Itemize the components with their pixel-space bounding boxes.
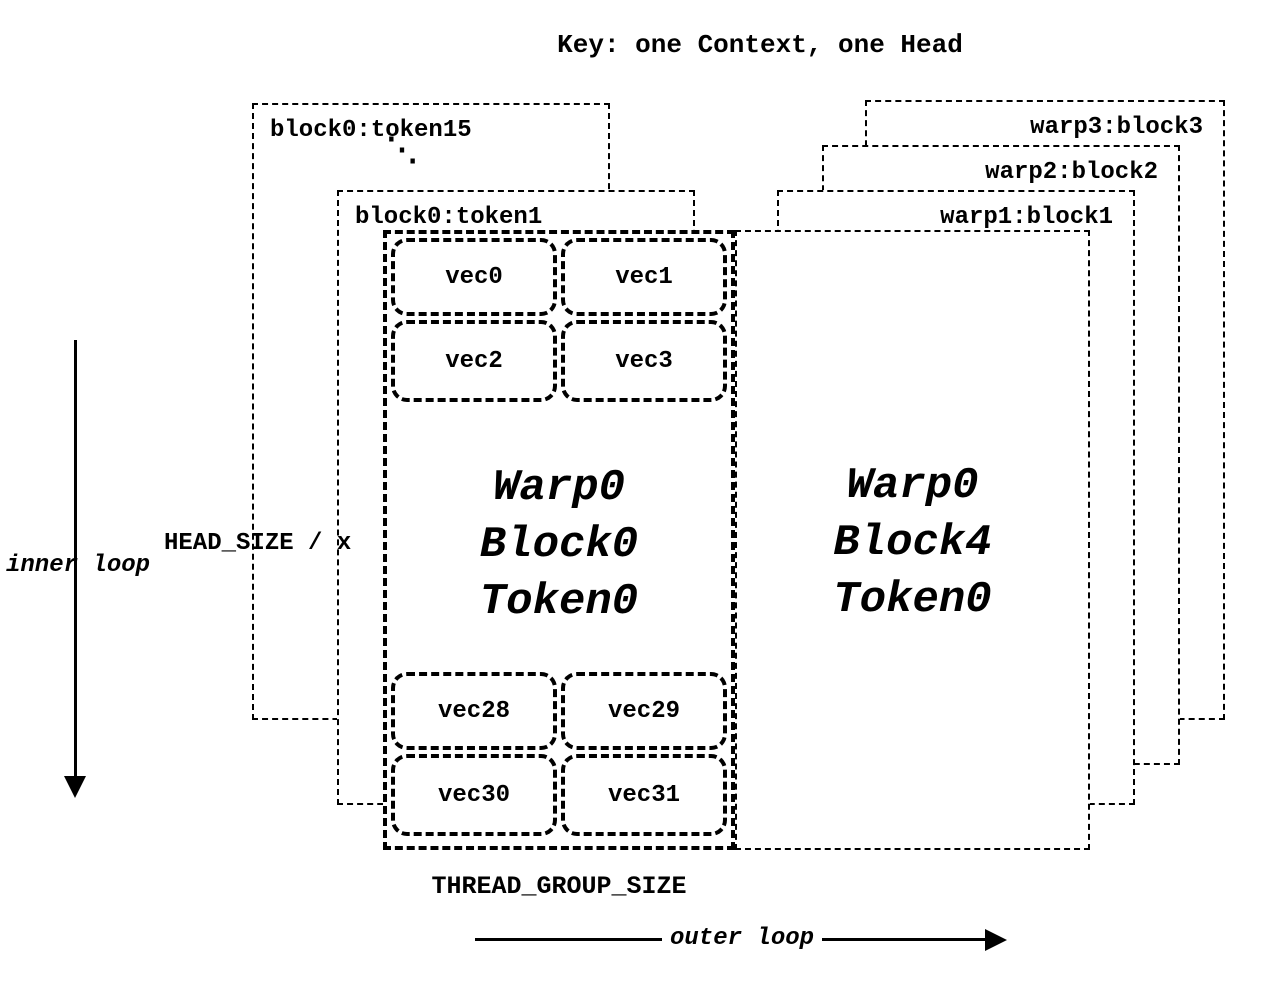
block0-token15-label: block0:token15: [270, 117, 472, 144]
warp3-block3-label: warp3:block3: [1030, 114, 1203, 141]
vec30-box: vec30: [391, 754, 557, 836]
vec2-box: vec2: [391, 320, 557, 402]
vec30-label: vec30: [437, 781, 510, 809]
box-title-line: Token0: [479, 577, 639, 627]
vec2-label: vec2: [445, 347, 503, 375]
vec0-label: vec0: [445, 263, 503, 291]
inner-loop-arrowhead-icon: [64, 776, 86, 798]
box-title-line: Warp0: [492, 463, 626, 513]
diagram-title: Key: one Context, one Head: [557, 30, 963, 60]
vec1-box: vec1: [561, 238, 727, 316]
warp2-block2-label: warp2:block2: [985, 159, 1158, 186]
warp0-block4-token0-box: Warp0 Block4 Token0: [735, 230, 1090, 850]
warp1-block1-label: warp1:block1: [940, 204, 1113, 231]
box-title-line: Warp0: [846, 461, 979, 511]
inner-loop-label: inner loop: [6, 552, 151, 579]
inner-loop-arrow-line: [74, 340, 77, 778]
box-title-line: Token0: [833, 575, 992, 625]
box-title-line: Block4: [833, 518, 992, 568]
warp0-block4-token0-title: Warp0 Block4 Token0: [737, 458, 1088, 629]
block0-token1-label: block0:token1: [355, 204, 543, 231]
diagonal-ellipsis: ⋱: [386, 133, 418, 170]
head-size-label: HEAD_SIZE / x: [164, 530, 352, 557]
warp0-block0-token0-title: Warp0 Block0 Token0: [387, 460, 731, 631]
vec28-box: vec28: [391, 672, 557, 750]
vec1-label: vec1: [615, 263, 673, 291]
outer-loop-label: outer loop: [662, 925, 823, 952]
box-title-line: Block0: [479, 520, 639, 570]
vec31-box: vec31: [561, 754, 727, 836]
vec28-label: vec28: [437, 697, 510, 725]
vec31-label: vec31: [607, 781, 680, 809]
vec29-label: vec29: [607, 697, 680, 725]
vec29-box: vec29: [561, 672, 727, 750]
thread-group-size-label: THREAD_GROUP_SIZE: [431, 872, 687, 901]
warp0-block0-token0-box: vec0 vec1 vec2 vec3 Warp0 Block0 Token0 …: [383, 230, 735, 850]
vec3-label: vec3: [615, 347, 673, 375]
vec0-box: vec0: [391, 238, 557, 316]
vec3-box: vec3: [561, 320, 727, 402]
outer-loop-arrowhead-icon: [985, 929, 1007, 951]
